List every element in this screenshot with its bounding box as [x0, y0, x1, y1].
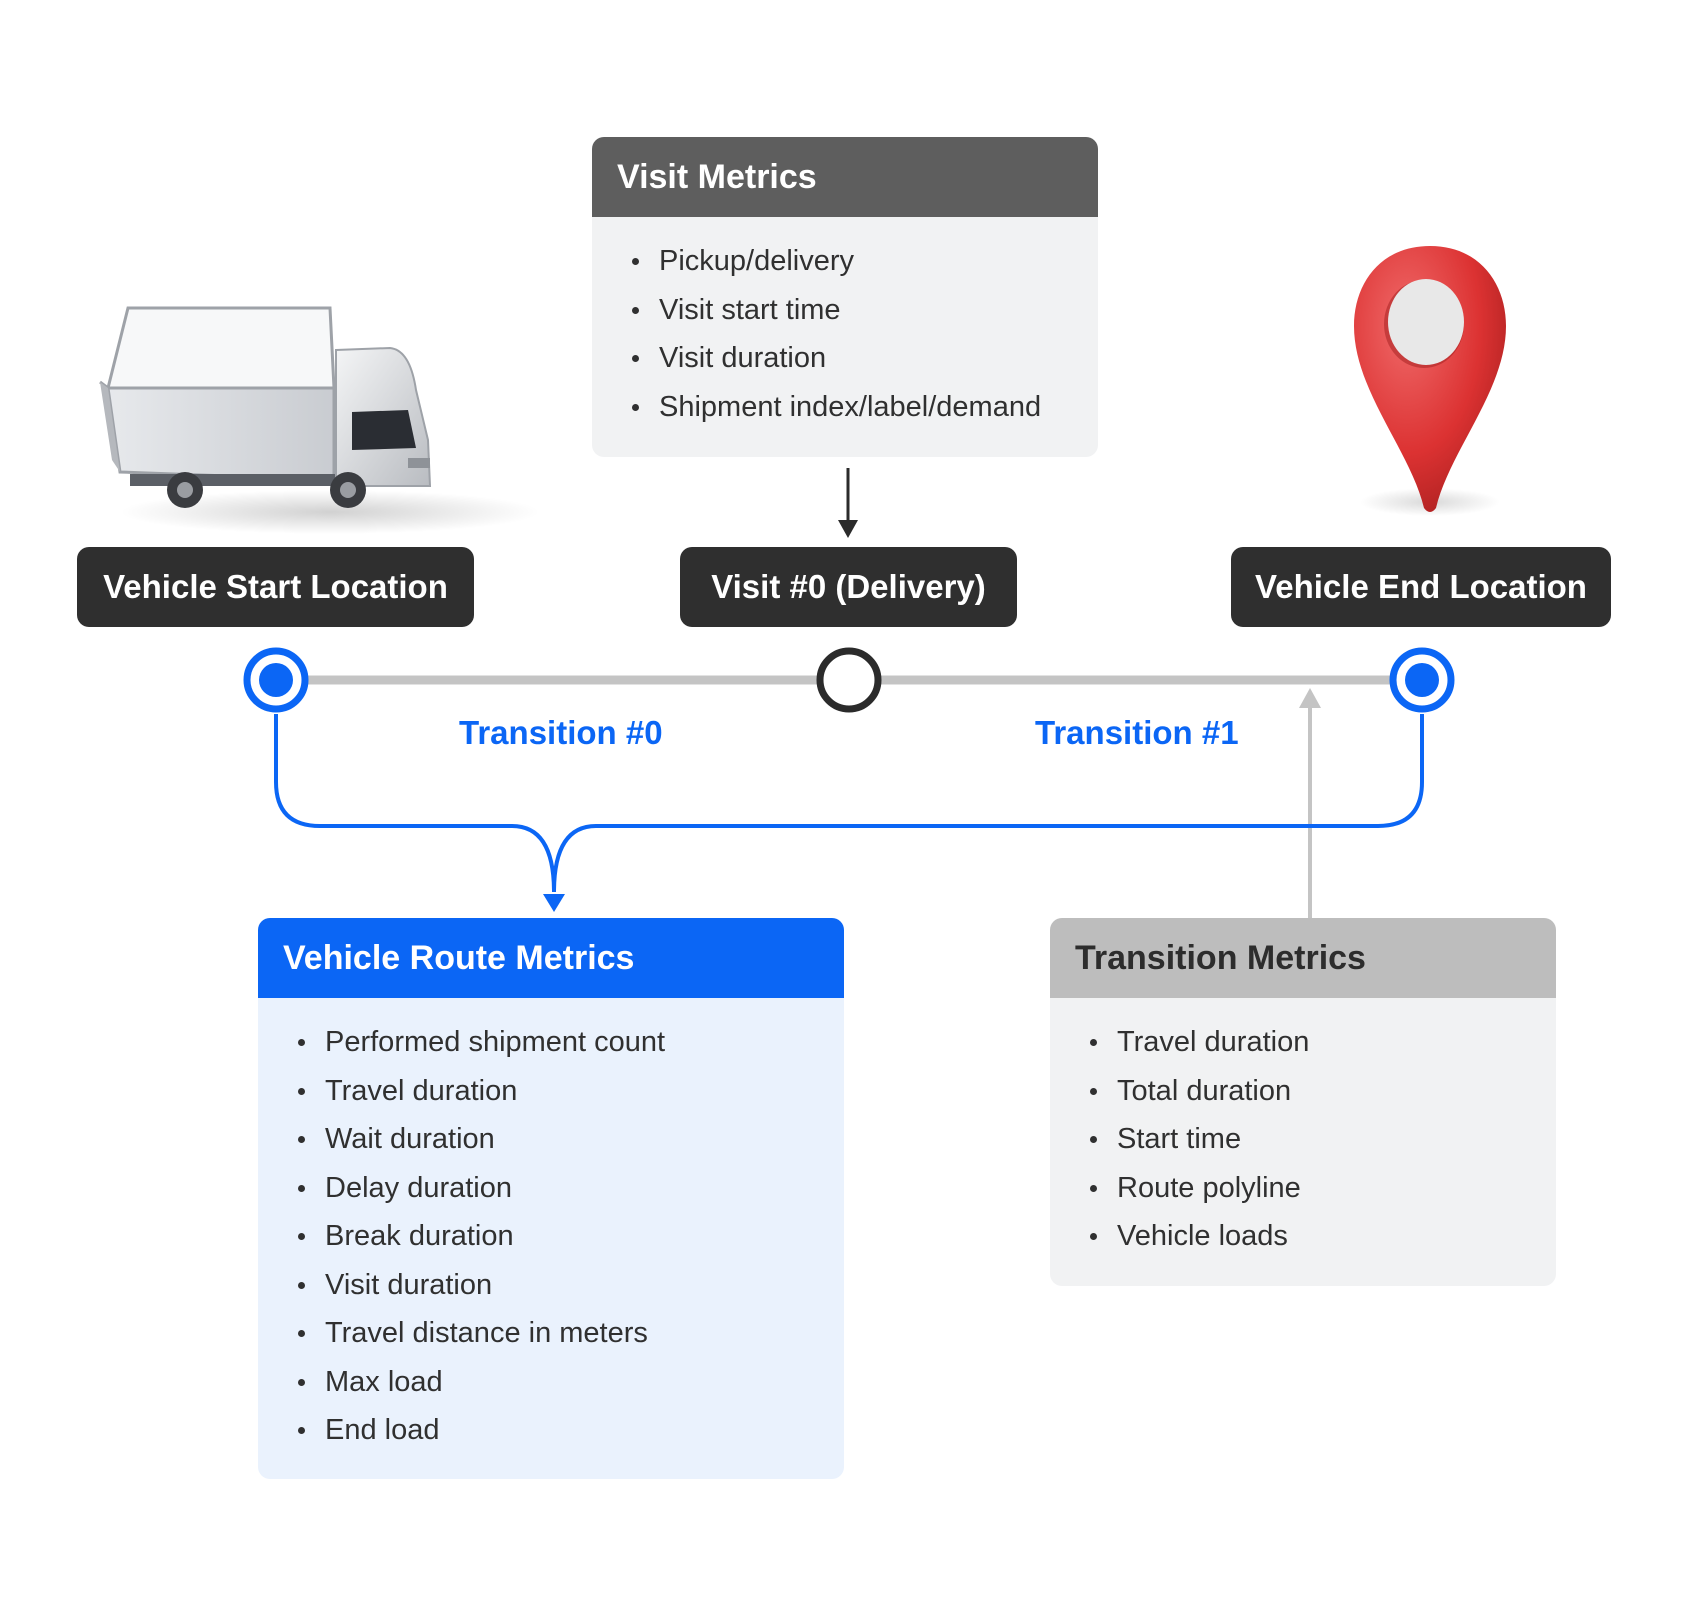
list-item: Vehicle loads: [1050, 1212, 1556, 1261]
list-item: Wait duration: [258, 1115, 844, 1164]
transition-metrics-title: Transition Metrics: [1050, 918, 1556, 998]
route-metrics-card: Vehicle Route Metrics Performed shipment…: [258, 918, 844, 1479]
list-item: Start time: [1050, 1115, 1556, 1164]
list-item: Pickup/delivery: [592, 237, 1098, 286]
list-item: Total duration: [1050, 1067, 1556, 1116]
truck-icon: [99, 306, 540, 534]
visit-metrics-card: Visit Metrics Pickup/delivery Visit star…: [592, 137, 1098, 457]
route-bracket: [274, 714, 1424, 893]
end-location-label: Vehicle End Location: [1231, 547, 1611, 627]
list-item: Travel duration: [258, 1067, 844, 1116]
list-item: Visit start time: [592, 286, 1098, 335]
list-item: Route polyline: [1050, 1164, 1556, 1213]
list-item: Visit duration: [592, 334, 1098, 383]
list-item: Visit duration: [258, 1261, 844, 1310]
transition-metrics-list: Travel duration Total duration Start tim…: [1050, 1018, 1556, 1261]
visit-node: [816, 647, 882, 713]
list-item: Travel distance in meters: [258, 1309, 844, 1358]
transition-1-label: Transition #1: [1035, 714, 1239, 751]
list-item: Shipment index/label/demand: [592, 383, 1098, 432]
transition-metrics-card: Transition Metrics Travel duration Total…: [1050, 918, 1556, 1286]
visit-metrics-title: Visit Metrics: [592, 137, 1098, 217]
list-item: Performed shipment count: [258, 1018, 844, 1067]
map-pin-icon: [1354, 246, 1506, 516]
list-item: Delay duration: [258, 1164, 844, 1213]
list-item: Travel duration: [1050, 1018, 1556, 1067]
list-item: End load: [258, 1406, 844, 1455]
start-location-label: Vehicle Start Location: [77, 547, 474, 627]
visit-label: Visit #0 (Delivery): [680, 547, 1017, 627]
transition-0-label: Transition #0: [459, 714, 663, 751]
list-item: Max load: [258, 1358, 844, 1407]
route-metrics-title: Vehicle Route Metrics: [258, 918, 844, 998]
route-metrics-list: Performed shipment count Travel duration…: [258, 1018, 844, 1455]
list-item: Break duration: [258, 1212, 844, 1261]
visit-metrics-list: Pickup/delivery Visit start time Visit d…: [592, 237, 1098, 431]
